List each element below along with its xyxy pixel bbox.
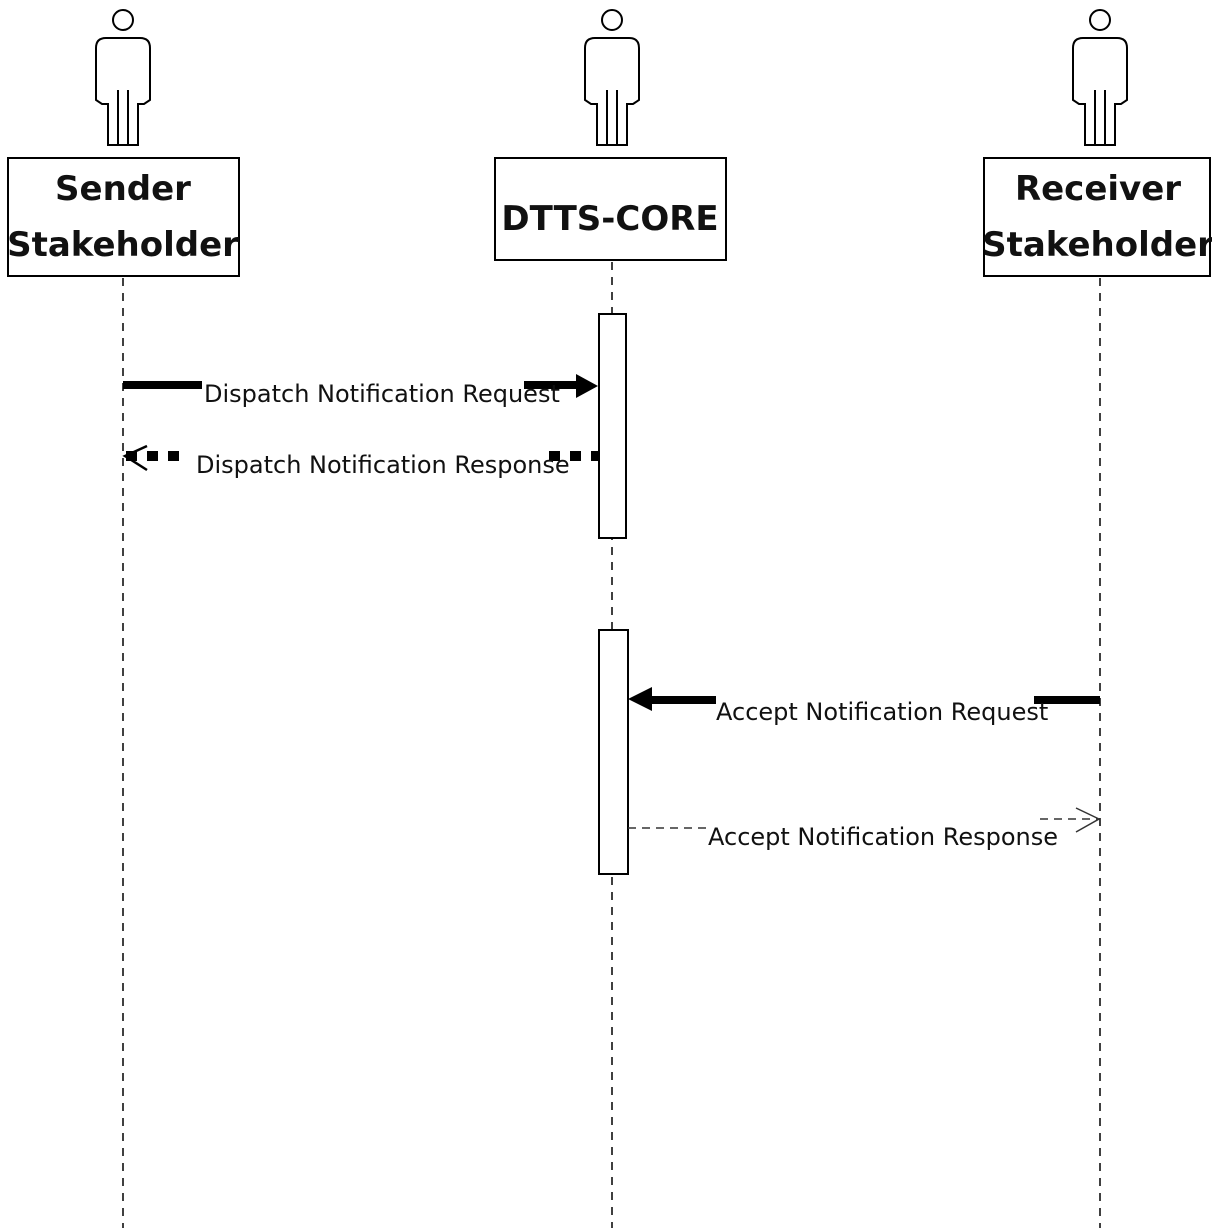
arrowhead-filled-icon [576, 374, 598, 398]
participant-sender-label-line2: Stakeholder [7, 225, 239, 265]
actor-figure-core-icon [584, 9, 640, 146]
activation-core-2 [598, 629, 629, 875]
participant-receiver-label-line1: Receiver [1015, 169, 1181, 209]
message-dispatch-request: Dispatch Notification Request [123, 374, 598, 408]
message-accept-response: Accept Notification Response [628, 807, 1101, 851]
message-dispatch-response-label: Dispatch Notification Response [196, 451, 570, 479]
actor-figure-receiver-icon [1072, 9, 1128, 146]
participant-sender: Sender Stakeholder [7, 157, 240, 277]
message-accept-request-label: Accept Notification Request [716, 698, 1048, 726]
arrowhead-open-icon [1075, 807, 1101, 833]
participant-sender-label-line1: Sender [55, 169, 191, 209]
participant-receiver-label-line2: Stakeholder [982, 225, 1212, 265]
message-dispatch-response: Dispatch Notification Response [122, 444, 599, 479]
participant-core: DTTS-CORE [494, 157, 727, 261]
message-accept-request: Accept Notification Request [628, 687, 1100, 726]
participant-receiver: Receiver Stakeholder [982, 157, 1212, 277]
activation-core-1 [598, 313, 627, 539]
actor-figure-sender-icon [95, 9, 151, 146]
arrowhead-filled-icon [628, 687, 652, 711]
arrowhead-open-icon [122, 444, 148, 472]
message-dispatch-request-label: Dispatch Notification Request [204, 380, 560, 408]
participant-core-label: DTTS-CORE [501, 199, 718, 239]
message-accept-response-label: Accept Notification Response [708, 823, 1058, 851]
